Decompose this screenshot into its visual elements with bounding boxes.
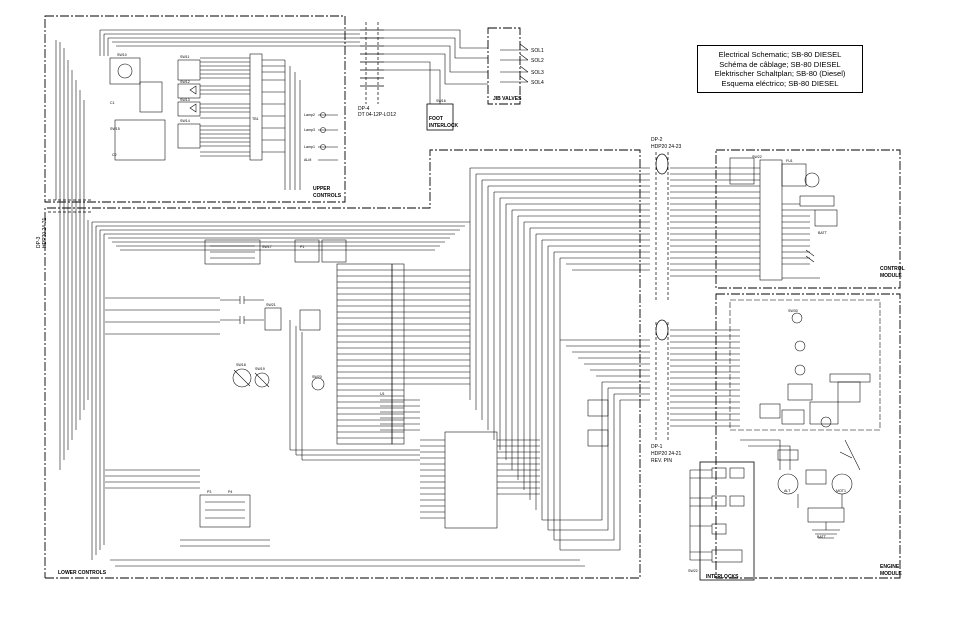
p3-label: P3 — [207, 490, 211, 494]
sw11-label: SW11 — [180, 55, 190, 59]
dp2-label: DP-2 — [651, 137, 663, 143]
dp2-part: HDP20 24-23 — [651, 144, 682, 150]
c1-label: C1 — [110, 101, 115, 105]
engine-module-label: ENGINE — [880, 564, 900, 570]
interlocks-label: INTERLOCKS — [706, 574, 739, 580]
dp3-part: HDP20 24-21 — [42, 217, 48, 248]
sol3-label: SOL3 — [531, 70, 544, 76]
sw16-label: SW16 — [436, 99, 446, 103]
control-module-label: CONTROL — [880, 266, 905, 272]
schematic-title-box: Electrical Schematic; SB-80 DIESEL Schém… — [697, 45, 863, 93]
dp1-label: DP-1 — [651, 444, 663, 450]
jib-valves-boundary — [487, 27, 521, 105]
sol1-label: SOL1 — [531, 48, 544, 54]
dp4-label: DP-4 — [358, 106, 370, 112]
engine-module-label-2: MODULE — [880, 571, 902, 577]
sw10-label: SW10 — [117, 53, 127, 57]
title-german: Elektrischer Schaltplan; SB-80 (Diesel) — [714, 69, 846, 79]
title-spanish: Esquema eléctrico; SB-80 DIESEL — [721, 78, 839, 88]
title-french: Schéma de câblage; SB-80 DIESEL — [719, 59, 841, 69]
foot-interlock-label: FOOT — [429, 116, 443, 122]
u1-label: U1 — [380, 392, 385, 396]
tb1-label: TB1 — [252, 117, 259, 121]
interlocks-box — [699, 461, 755, 581]
sw30-label: SW30 — [788, 309, 798, 313]
dp1-rev: REV. PIN — [651, 458, 672, 464]
sw14-label: SW14 — [180, 119, 190, 123]
lower-controls-label: LOWER CONTROLS — [58, 570, 107, 576]
control-module-label-2: MODULE — [880, 273, 902, 279]
sw19-label: SW19 — [255, 367, 265, 371]
sw20-label: SW20 — [312, 375, 322, 379]
control-module-boundary — [715, 149, 901, 289]
upper-controls-label-2: CONTROLS — [313, 193, 342, 199]
engine-module-boundary — [715, 293, 901, 579]
lamp3-label: Lamp3 — [304, 128, 315, 132]
lower-controls-boundary — [44, 149, 641, 579]
batt-label-control: BATT — [818, 231, 828, 235]
sw12-label: SW12 — [180, 80, 190, 84]
lamp2-label: Lamp2 — [304, 113, 315, 117]
interlocks-sw-label: SW22 — [688, 569, 698, 573]
sol2-label: SOL2 — [531, 58, 544, 64]
foot-interlock-label-2: INTERLOCK — [429, 123, 459, 129]
p4-label: P4 — [228, 490, 232, 494]
c2-label: C2 — [112, 153, 117, 157]
sw22-label: SW22 — [752, 155, 762, 159]
fu1-label: FU1 — [786, 159, 793, 163]
dp4-part: DT 04-12P-LO12 — [358, 112, 396, 118]
sw13-label: SW13 — [180, 98, 190, 102]
mot1-label: MOT1 — [836, 489, 846, 493]
dp3-label: DP-3 — [36, 236, 42, 248]
batt-label: BATT — [817, 535, 827, 539]
sw17-label: SW17 — [262, 245, 272, 249]
jib-valves-label: JIB VALVES — [493, 96, 522, 102]
title-english: Electrical Schematic; SB-80 DIESEL — [718, 50, 842, 59]
sw15-label: SW15 — [110, 127, 120, 131]
sw18-label: SW18 — [236, 363, 246, 367]
lamp1-label: Lamp1 — [304, 145, 315, 149]
dp1-part: HDP20 24-21 — [651, 451, 682, 457]
sw21-label: SW21 — [266, 303, 276, 307]
sol4-label: SOL4 — [531, 80, 544, 86]
alt-label: ALT — [784, 489, 791, 493]
upper-controls-boundary — [44, 15, 346, 203]
alm-label: ALM — [304, 158, 311, 162]
p1-label: P1 — [300, 245, 304, 249]
upper-controls-label: UPPER — [313, 186, 331, 192]
